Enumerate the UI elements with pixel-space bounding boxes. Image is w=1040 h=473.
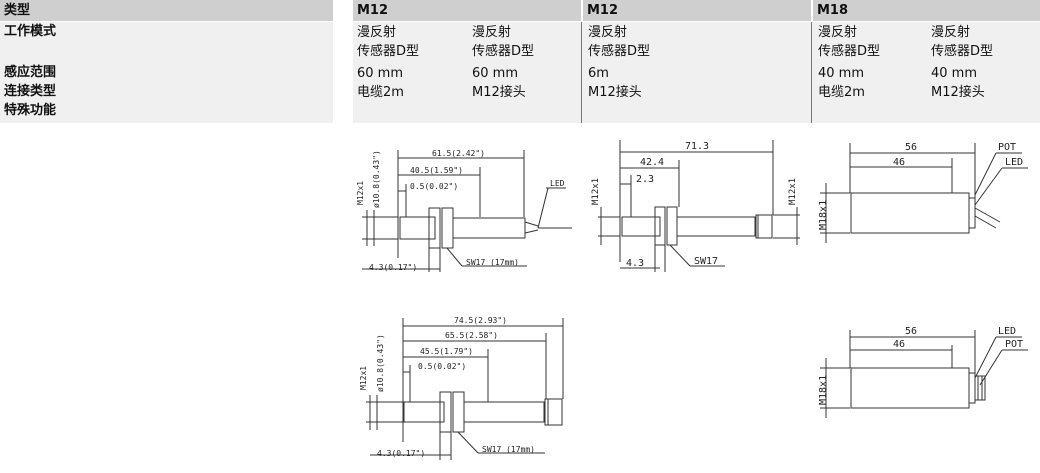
led-label: LED	[1005, 157, 1023, 168]
thread-label: M12x1	[359, 366, 368, 390]
dim-mid: 45.5(1.79")	[420, 347, 473, 356]
diameter-label: ø10.8(0.43")	[372, 150, 381, 208]
cell-range: 60 mm	[472, 66, 519, 81]
cell-connection: 电缆2m	[818, 85, 865, 100]
led-label: LED	[998, 326, 1016, 337]
wrench-size: SW17	[694, 256, 718, 267]
label-band	[0, 22, 333, 123]
dim-overall: 71.3	[685, 141, 709, 152]
cell-range: 6m	[588, 66, 609, 81]
dim-overall: 61.5(2.42")	[432, 149, 485, 158]
drawing-m18-connector	[820, 330, 1028, 418]
dim-small: 2.3	[636, 174, 654, 185]
label-mode: 工作模式	[4, 24, 57, 39]
header-col-2: M12	[583, 0, 811, 21]
thread-label: M12x1	[356, 181, 365, 205]
cell-mode: 传感器D型	[357, 44, 420, 59]
data-band	[353, 22, 1040, 123]
header-col-3: M18	[813, 0, 1040, 21]
column-divider	[581, 22, 582, 123]
dim-mid: 42.4	[640, 157, 664, 168]
thread-label: M18x1	[818, 375, 829, 405]
cell-mode: 传感器D型	[931, 44, 994, 59]
drawing-m18-cable	[820, 143, 1028, 243]
dim-nut: 4.3(0.17")	[369, 263, 417, 272]
cell-mode: 漫反射	[588, 25, 628, 40]
dim-overall: 56	[905, 142, 917, 153]
cell-range: 40 mm	[818, 66, 865, 81]
cell-mode: 漫反射	[472, 25, 512, 40]
cell-mode: 漫反射	[357, 25, 397, 40]
dim-mid2: 65.5(2.58")	[445, 331, 498, 340]
dim-overall: 56	[905, 326, 917, 337]
dim-overall: 74.5(2.93")	[454, 316, 507, 325]
drawing-m12-connector	[598, 140, 800, 272]
dim-mid: 46	[893, 339, 905, 350]
cell-range: 40 mm	[931, 66, 978, 81]
header-col-1: M12	[353, 0, 581, 21]
column-divider	[811, 22, 812, 123]
dim-small: 0.5(0.02")	[418, 362, 466, 371]
dim-small: 0.5(0.02")	[410, 182, 458, 191]
cell-connection: M12接头	[588, 85, 642, 100]
wrench-size: SW17 (17mm)	[482, 445, 535, 454]
label-special: 特殊功能	[4, 103, 57, 118]
dim-mid: 46	[893, 157, 905, 168]
label-connection: 连接类型	[4, 84, 57, 99]
cell-connection: M12接头	[472, 85, 526, 100]
cell-mode: 漫反射	[818, 25, 858, 40]
cell-connection: 电缆2m	[357, 85, 404, 100]
pot-label: POT	[1005, 339, 1023, 350]
cell-mode: 漫反射	[931, 25, 971, 40]
pot-label: POT	[998, 142, 1016, 153]
cell-mode: 传感器D型	[472, 44, 535, 59]
thread-label-right: M12x1	[788, 178, 798, 205]
label-range: 感应范围	[4, 65, 57, 80]
thread-label: M18x1	[818, 200, 829, 230]
dim-nut: 4.3	[626, 258, 644, 269]
header-type: 类型	[0, 0, 333, 21]
drawing-m12-long-connector	[366, 318, 564, 460]
drawing-m12-cable	[362, 150, 572, 272]
cell-mode: 传感器D型	[818, 44, 881, 59]
wrench-size: SW17 (17mm)	[466, 258, 519, 267]
dim-nut: 4.3(0.17")	[377, 449, 425, 458]
cell-connection: M12接头	[931, 85, 985, 100]
thread-label-left: M12x1	[591, 178, 601, 205]
diameter-label: ø10.8(0.43")	[376, 334, 385, 392]
cell-range: 60 mm	[357, 66, 404, 81]
led-label: LED	[550, 179, 565, 188]
cell-mode: 传感器D型	[588, 44, 651, 59]
label-type: 类型	[4, 3, 31, 18]
dim-mid: 40.5(1.59")	[410, 166, 463, 175]
